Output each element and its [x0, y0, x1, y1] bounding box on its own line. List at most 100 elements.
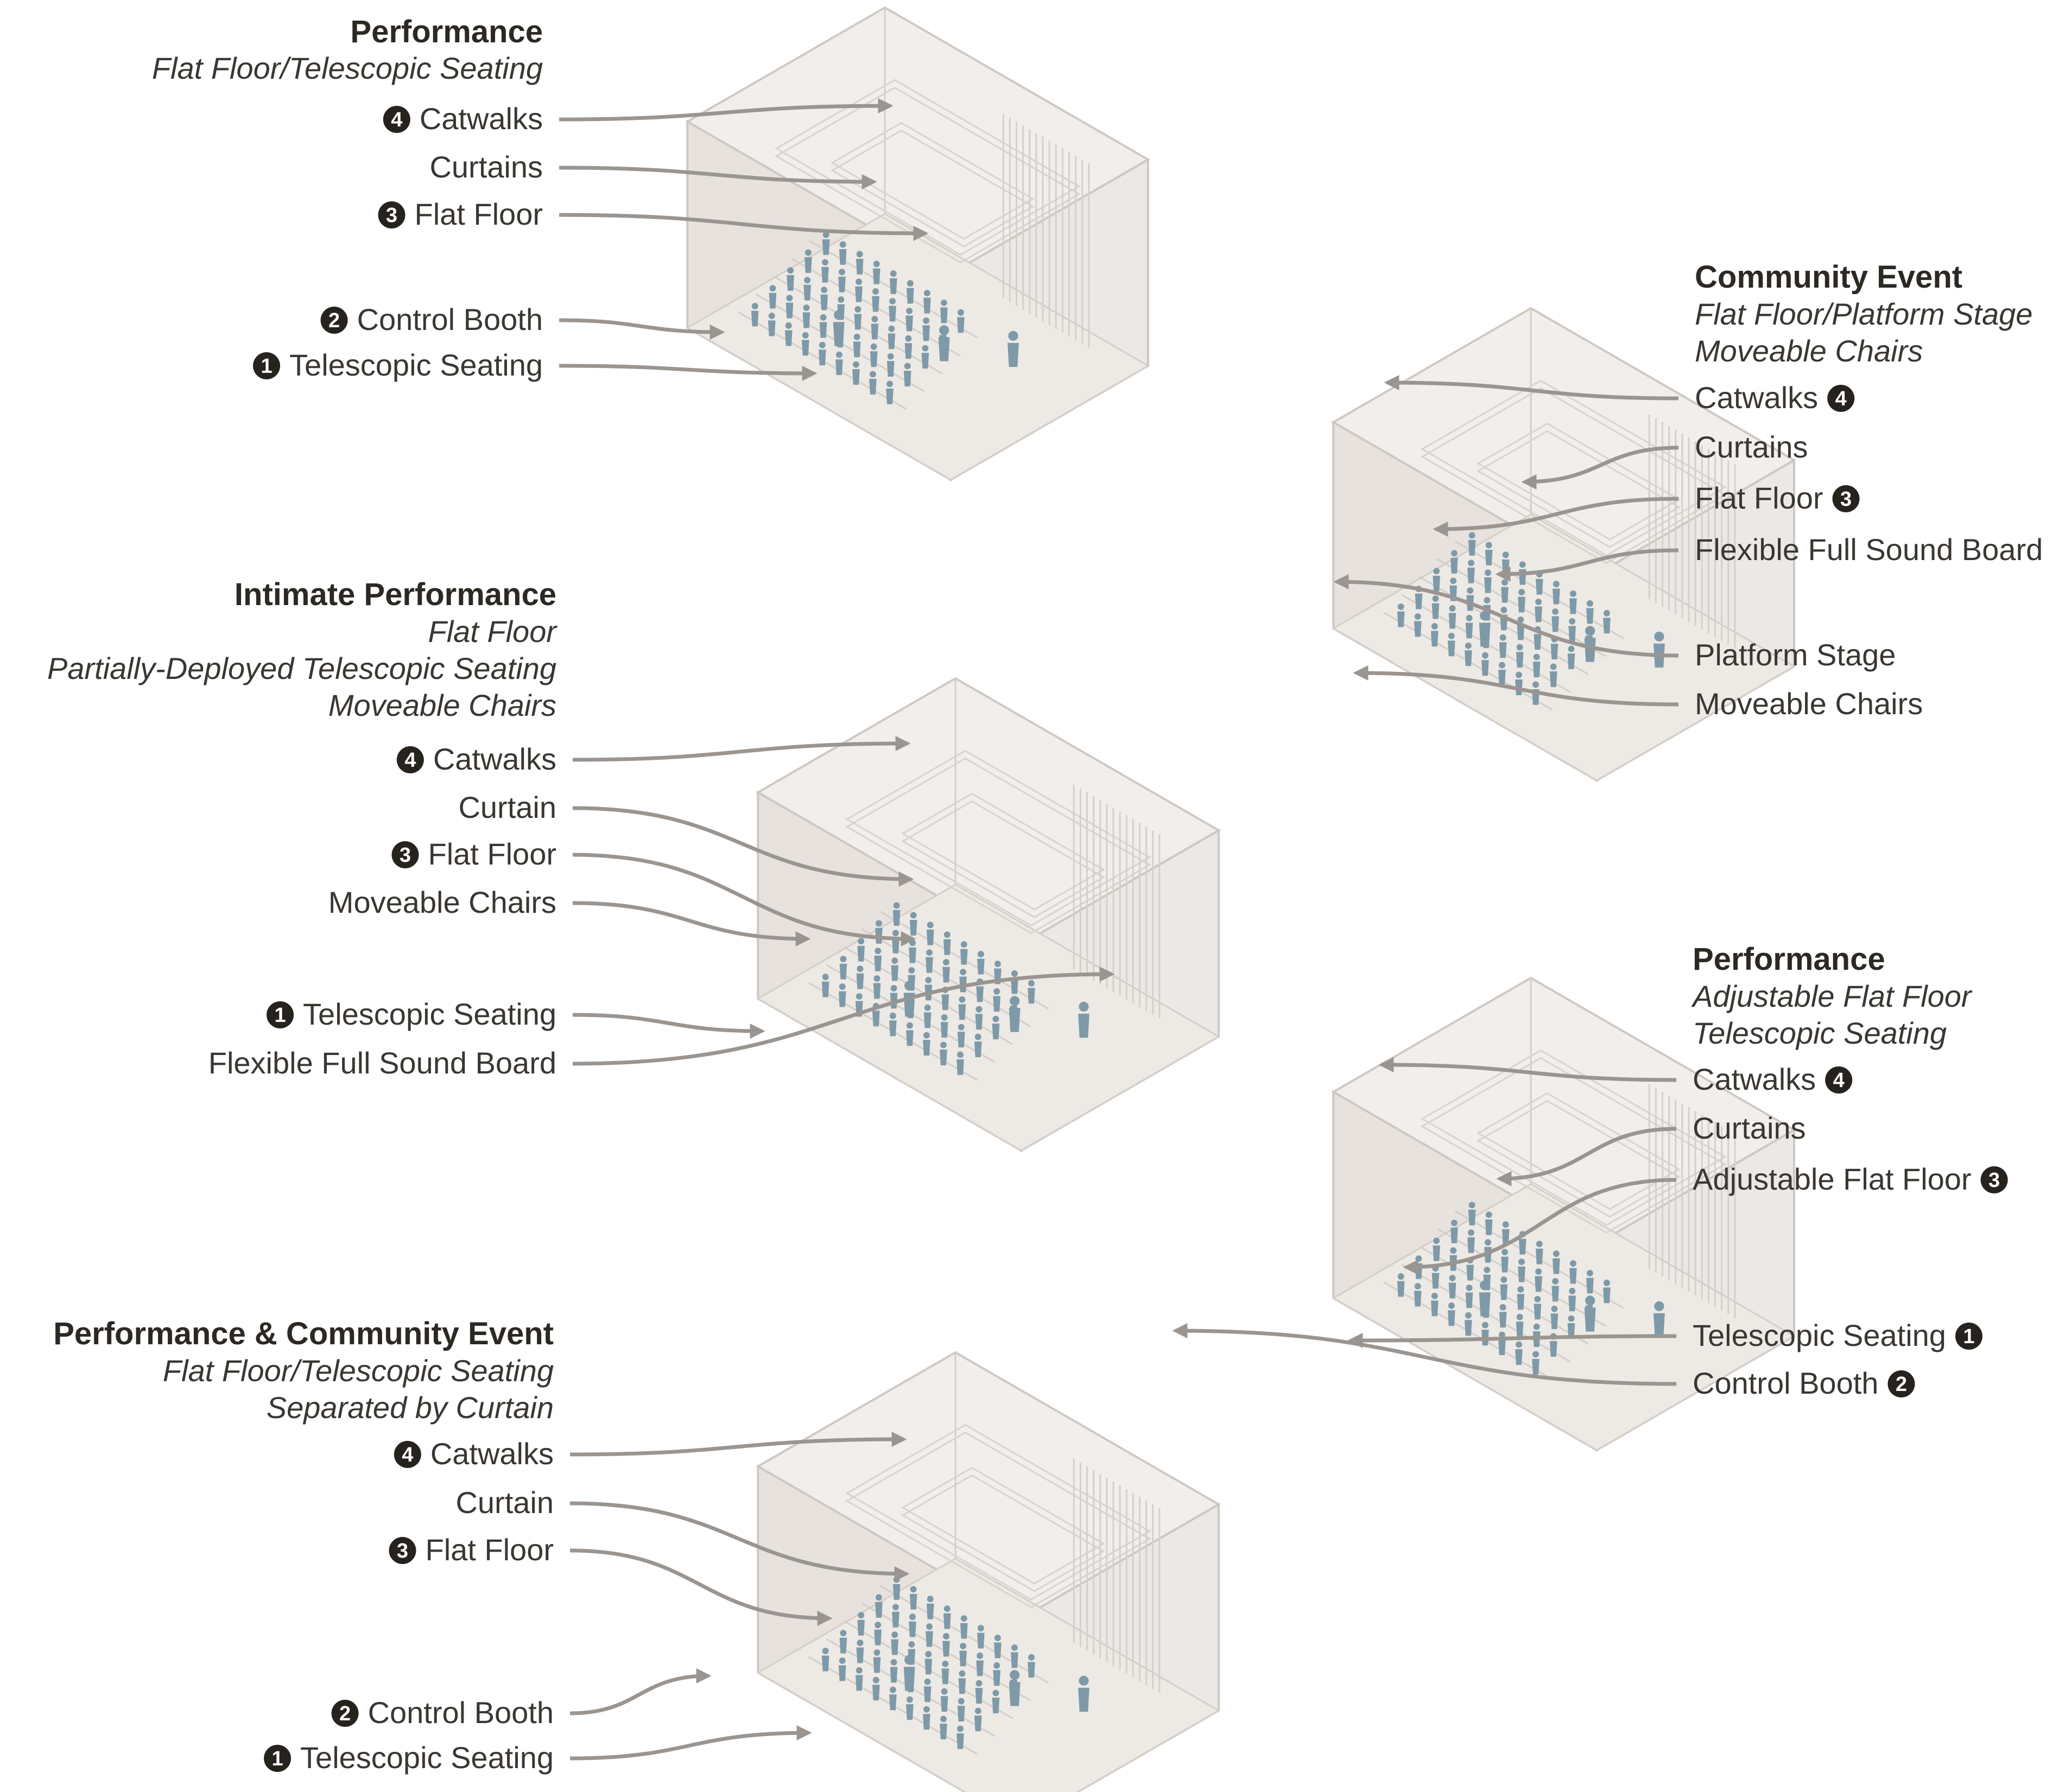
person-figure	[977, 1652, 984, 1659]
person-figure-body	[957, 1032, 965, 1048]
person-figure	[993, 988, 1000, 995]
person-figure-body	[821, 981, 829, 997]
number-badge-4: 4	[383, 106, 410, 133]
person-figure	[1414, 1283, 1421, 1289]
person-figure-body	[839, 1637, 847, 1654]
person-figure	[1518, 589, 1525, 596]
leader-arrow	[559, 98, 894, 122]
person-figure	[1553, 581, 1560, 588]
person-figure-body	[854, 314, 862, 330]
person-figure	[958, 1024, 965, 1031]
person-figure	[857, 965, 864, 973]
person-figure	[822, 231, 829, 238]
person-figure	[1448, 1302, 1455, 1309]
person-figure-body	[905, 315, 913, 332]
person-figure-body	[1586, 1278, 1594, 1294]
person-figure-body	[1467, 1237, 1475, 1253]
catwalk-truss	[845, 749, 1151, 935]
person-figure	[1467, 587, 1474, 594]
person-figure-body	[1430, 631, 1439, 647]
svg-text:1: 1	[271, 1747, 283, 1770]
person-figure	[1536, 1241, 1543, 1248]
person-figure-body	[872, 296, 879, 312]
person-figure-body	[1028, 988, 1035, 1004]
person-figure	[943, 959, 949, 966]
callout-label: Curtains	[1695, 430, 1808, 464]
person-figure-body	[1468, 1210, 1476, 1225]
person-figure-body	[1011, 1652, 1018, 1668]
number-badge-3: 3	[1832, 485, 1860, 512]
number-badge-1: 1	[267, 1001, 294, 1028]
person-figure-body	[886, 361, 895, 377]
person-figure	[890, 1659, 897, 1666]
number-badge-3: 3	[1980, 1166, 2008, 1193]
person-figure-body	[960, 949, 968, 965]
person-figure	[977, 1625, 984, 1632]
curtains	[1073, 1459, 1161, 1693]
callout-label: Telescopic Seating	[289, 348, 543, 382]
person-figure-body	[994, 1642, 1002, 1658]
svg-text:2: 2	[339, 1702, 351, 1725]
person-figure	[957, 309, 964, 316]
person-figure	[923, 317, 930, 324]
person-figure	[905, 335, 912, 342]
person-figure-body	[923, 1714, 930, 1730]
person-figure-body	[1448, 1282, 1456, 1299]
leader-arrow	[569, 1725, 812, 1761]
person-figure	[1502, 551, 1509, 558]
person-figure	[1011, 970, 1018, 977]
person-figure-body	[923, 297, 931, 314]
person-figure-body	[922, 325, 930, 341]
person-figure-body	[959, 1650, 967, 1667]
person-figure	[1465, 1312, 1472, 1319]
person-figure	[1532, 1351, 1539, 1358]
person-figure-body	[839, 249, 847, 265]
number-badge-3: 3	[391, 841, 419, 868]
person-figure	[923, 1706, 930, 1713]
person-figure	[786, 295, 793, 302]
number-badge-4: 4	[1827, 385, 1855, 412]
person-figure-body	[1447, 1310, 1455, 1326]
person-figure	[1568, 1315, 1575, 1322]
person-figure-body	[751, 310, 759, 327]
callout-label: Moveable Chairs	[1695, 687, 1923, 721]
person-figure	[873, 975, 881, 982]
person-figure-body	[1552, 1258, 1560, 1274]
person-figure-body	[1518, 596, 1525, 613]
person-figure	[974, 1707, 981, 1714]
person-figure-body	[974, 1041, 982, 1057]
person-figure-body	[1654, 1313, 1665, 1338]
person-figure-body	[872, 1685, 880, 1701]
person-figure-body	[906, 1030, 914, 1046]
person-figure-body	[1584, 638, 1596, 662]
person-figure	[889, 1686, 896, 1693]
svg-text:1: 1	[274, 1004, 286, 1027]
callout-label: Adjustable Flat Floor	[1693, 1162, 1972, 1196]
person-figure	[787, 267, 794, 274]
person-figure-body	[853, 341, 861, 358]
person-figure	[1516, 644, 1523, 651]
person-figure-body	[871, 323, 879, 340]
person-figure	[960, 969, 967, 975]
person-figure	[840, 1630, 847, 1637]
leader-arrow	[559, 364, 818, 381]
person-figure-body	[1549, 671, 1557, 687]
leader-arrow	[572, 967, 1115, 1066]
person-figure-body	[886, 388, 894, 404]
person-figure-body	[1433, 1245, 1440, 1261]
person-figure-body	[957, 1059, 964, 1075]
number-badge-4: 4	[1825, 1066, 1853, 1094]
person-figure	[940, 1041, 947, 1048]
person-figure	[822, 1648, 829, 1655]
person-figure-body	[1466, 1264, 1474, 1281]
person-figure	[870, 343, 877, 350]
number-badge-1: 1	[253, 352, 281, 379]
person-figure-body	[1551, 616, 1559, 632]
scenario-subtitle: Telescopic Seating	[1693, 1016, 1947, 1050]
person-figure-body	[909, 1621, 916, 1637]
person-figure	[872, 288, 879, 295]
scenario-title: Intimate Performance	[235, 577, 556, 612]
person-figure	[875, 948, 882, 955]
person-figure	[1585, 626, 1595, 636]
